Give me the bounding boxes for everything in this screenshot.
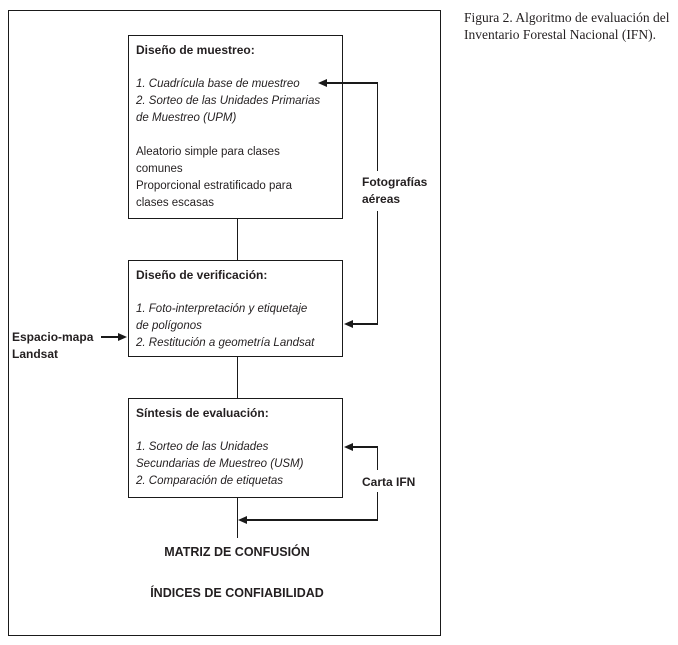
- figure-caption-line2: Inventario Forestal Nacional (IFN).: [464, 27, 656, 42]
- label-espacio-mapa-line2: Landsat: [12, 347, 59, 361]
- carta-to-matrix-line: [245, 519, 378, 521]
- photos-to-box2-line: [351, 323, 378, 325]
- box3-item-2: Secundarias de Muestreo (USM): [136, 458, 304, 470]
- arrowhead-into-box1-icon: [318, 79, 327, 87]
- box1-note-3: Proporcional estratificado para: [136, 180, 292, 192]
- carta-rail-upper-line: [376, 446, 378, 470]
- arrowhead-into-box2-right-icon: [344, 320, 353, 328]
- box-sintesis-evaluacion: Síntesis de evaluación: 1. Sorteo de las…: [128, 398, 343, 498]
- box2-item-2: de polígonos: [136, 320, 202, 332]
- label-fotografias-line1: Fotografías: [362, 175, 428, 189]
- label-fotografias-aereas: Fotografías aéreas: [362, 173, 428, 209]
- connector-box1-box2: [236, 219, 238, 260]
- box1-item-1: 1. Cuadrícula base de muestreo: [136, 78, 300, 90]
- output-matriz-confusion: MATRIZ DE CONFUSIÓN: [164, 545, 310, 559]
- box3-title: Síntesis de evaluación:: [136, 406, 269, 420]
- figure-caption-line1: Figura 2. Algoritmo de evaluación del: [464, 10, 670, 25]
- box2-item-1: 1. Foto-interpretación y etiquetaje: [136, 303, 308, 315]
- arrowhead-into-box3-icon: [344, 443, 353, 451]
- connector-box2-box3: [236, 357, 238, 398]
- box2-item-3: 2. Restitución a geometría Landsat: [136, 337, 315, 349]
- label-espacio-mapa-line1: Espacio-mapa: [12, 330, 94, 344]
- spacemap-to-box2-line: [101, 336, 120, 338]
- box1-title: Diseño de muestreo:: [136, 43, 255, 57]
- box1-item-3: de Muestreo (UPM): [136, 112, 237, 124]
- arrowhead-into-box2-left-icon: [118, 333, 127, 341]
- box1-note-4: clases escasas: [136, 197, 214, 209]
- photos-rail-lower-line: [376, 211, 378, 324]
- label-fotografias-line2: aéreas: [362, 192, 401, 206]
- box2-title: Diseño de verificación:: [136, 268, 268, 282]
- box1-note-2: comunes: [136, 163, 183, 175]
- connector-box3-matrix: [236, 498, 238, 538]
- box1-note-1: Aleatorio simple para clases: [136, 146, 280, 158]
- box-diseno-verificacion: Diseño de verificación: 1. Foto-interpre…: [128, 260, 343, 357]
- photos-to-box1-line: [326, 82, 378, 84]
- box-diseno-muestreo: Diseño de muestreo: 1. Cuadrícula base d…: [128, 35, 343, 219]
- label-carta-ifn: Carta IFN: [362, 473, 416, 492]
- box3-item-1: 1. Sorteo de las Unidades: [136, 441, 269, 453]
- box3-item-3: 2. Comparación de etiquetas: [136, 475, 284, 487]
- box1-item-2: 2. Sorteo de las Unidades Primarias: [136, 95, 321, 107]
- carta-to-box3-line: [351, 446, 378, 448]
- output-indices-confiabilidad: ÍNDICES DE CONFIABILIDAD: [150, 586, 324, 600]
- label-carta-ifn-text: Carta IFN: [362, 475, 416, 489]
- label-espacio-mapa-landsat: Espacio-mapa Landsat: [12, 328, 94, 364]
- arrowhead-into-matrix-connector-icon: [238, 516, 247, 524]
- photos-rail-upper-line: [376, 82, 378, 171]
- carta-rail-lower-line: [376, 492, 378, 521]
- figure-caption: Figura 2. Algoritmo de evaluación del In…: [464, 9, 676, 43]
